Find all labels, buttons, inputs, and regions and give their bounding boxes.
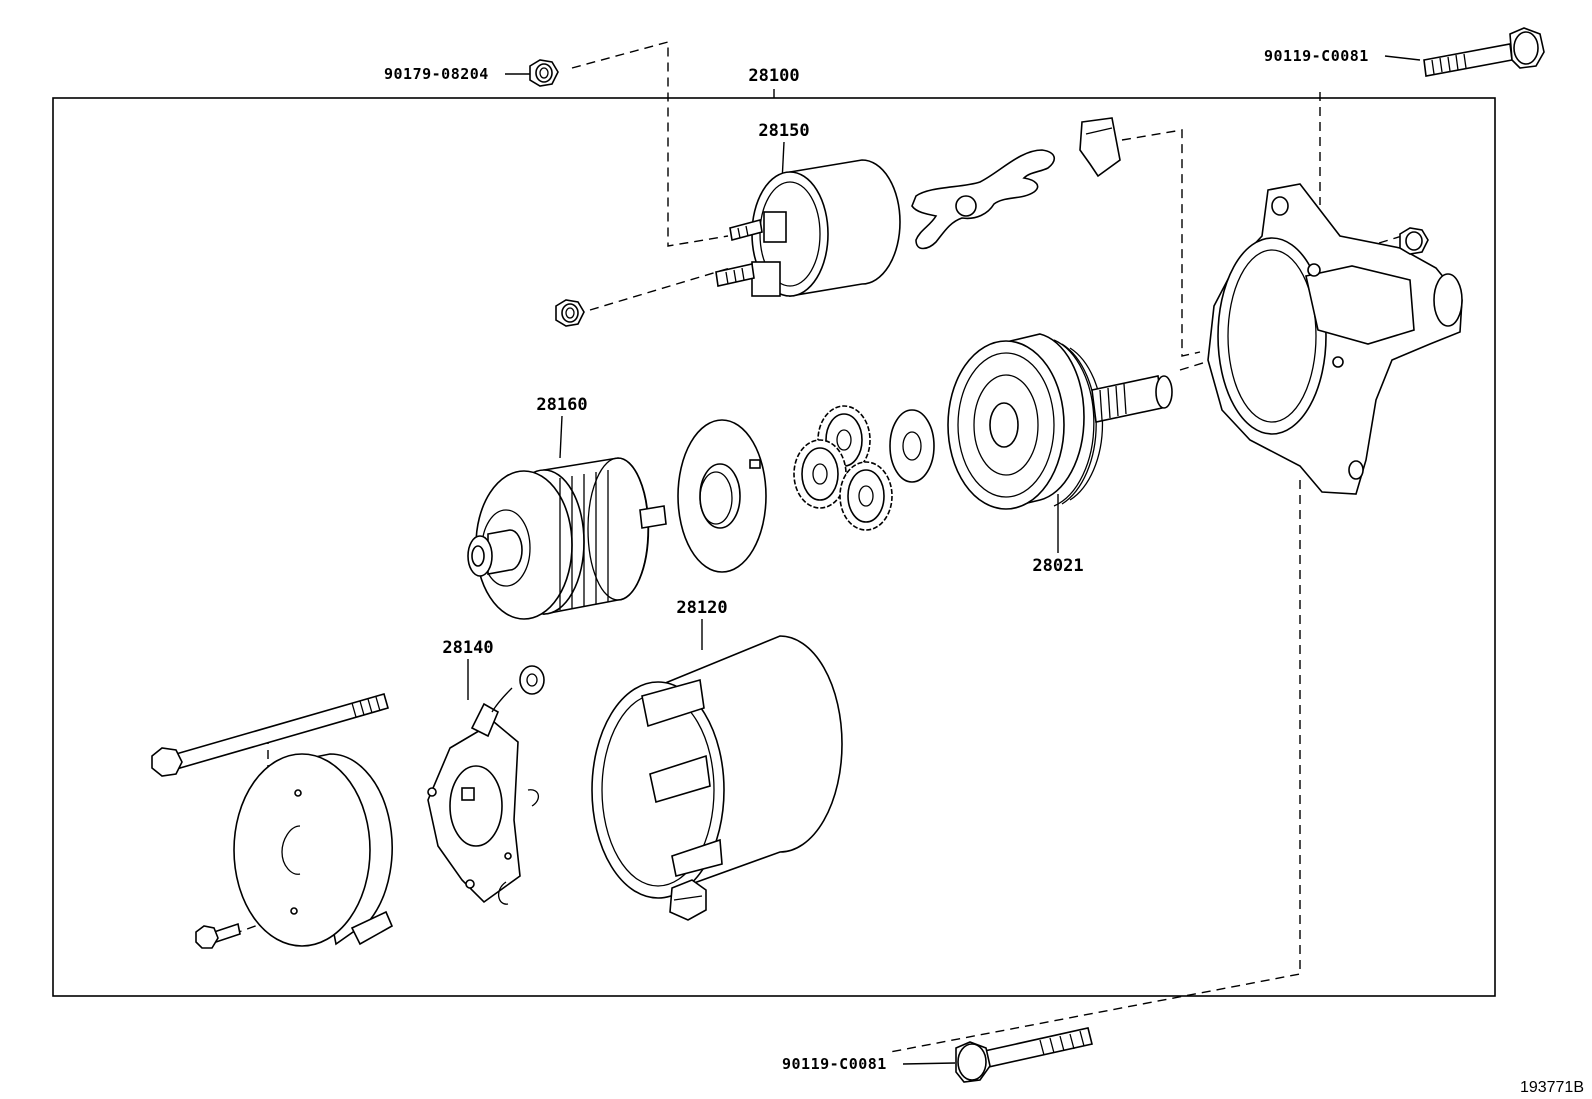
- nut-90179-08204: [529, 59, 559, 87]
- label-28120: 28120: [676, 598, 727, 618]
- label-28021: 28021: [1032, 556, 1083, 576]
- figure-id: 193771B: [1520, 1079, 1584, 1096]
- solenoid-nut: [555, 299, 585, 327]
- label-28140: 28140: [442, 638, 493, 658]
- solenoid-28150: [715, 159, 901, 297]
- label-28100: 28100: [748, 66, 799, 86]
- drive-housing: [1207, 183, 1463, 495]
- label-90119-C0081-top: 90119-C0081: [1264, 47, 1369, 65]
- bolt-90119-C0081-bottom: [955, 1027, 1093, 1083]
- drive-lever: [911, 149, 1055, 250]
- through-bolt: [151, 693, 389, 777]
- planetary-gears: [793, 405, 893, 531]
- end-cover: [233, 753, 394, 947]
- label-90119-C0081-bottom: 90119-C0081: [782, 1055, 887, 1073]
- lever-bracket: [1079, 117, 1121, 178]
- brush-holder-28140: [427, 687, 539, 905]
- bolt-90119-C0081-top: [1423, 27, 1545, 77]
- label-28160: 28160: [536, 395, 587, 415]
- clutch-washer: [889, 409, 935, 483]
- starter-clutch-28021: [947, 333, 1173, 510]
- yoke-28120: [591, 635, 843, 899]
- brush-lead-washer: [519, 665, 545, 695]
- end-cover-screw: [195, 922, 241, 949]
- armature-28160: [467, 457, 667, 620]
- armature-plate: [677, 419, 767, 573]
- label-28150: 28150: [758, 121, 809, 141]
- label-90179-08204: 90179-08204: [384, 65, 489, 83]
- yoke-grommet: [669, 879, 707, 921]
- housing-nut: [1399, 227, 1429, 255]
